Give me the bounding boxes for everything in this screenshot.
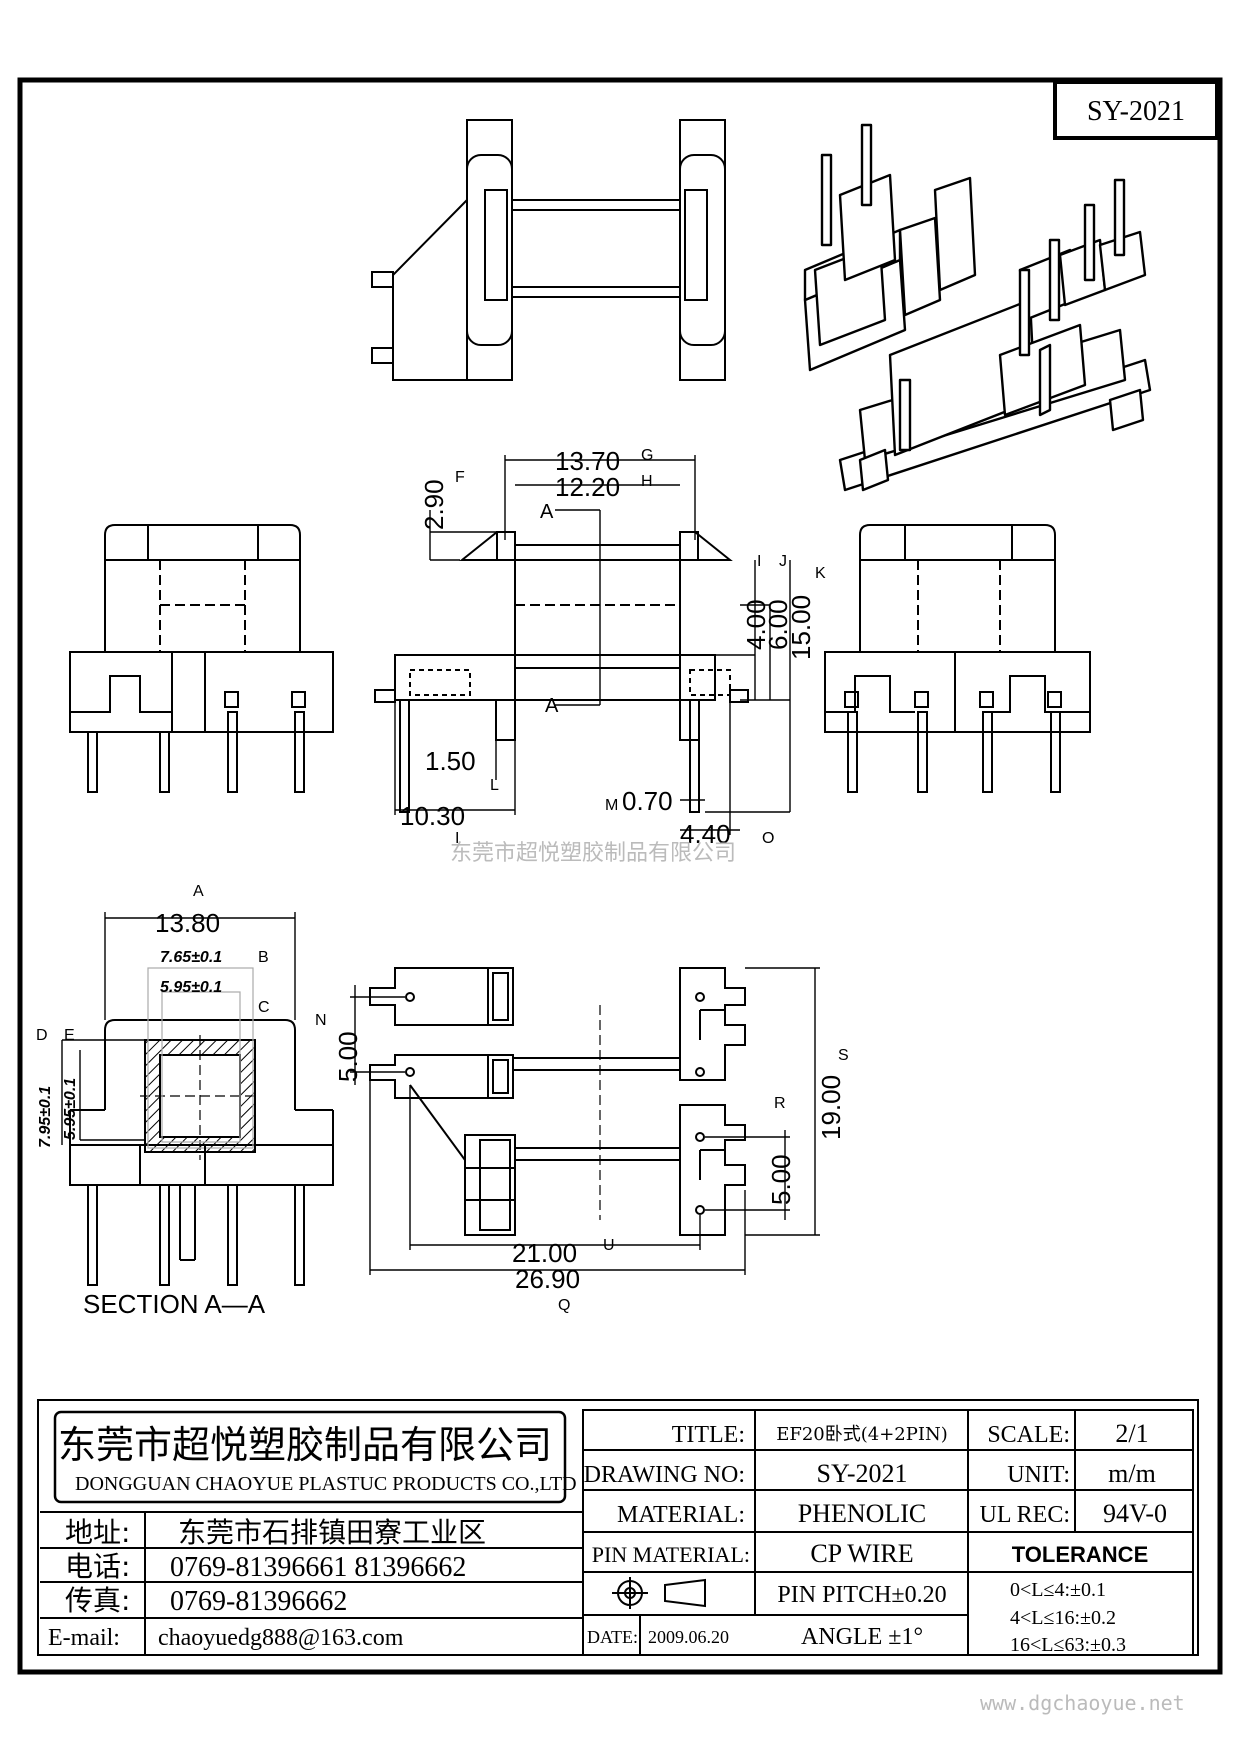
center-dimension-lines: [394, 455, 791, 835]
company-name-en: DONGGUAN CHAOYUE PLASTUC PRODUCTS CO.,LT…: [75, 1473, 577, 1495]
tolerance-2: 4<L≤16:±0.2: [1010, 1607, 1116, 1629]
sec-795: 7.95±0.1: [37, 1086, 54, 1148]
bot-2690: 26.90: [515, 1264, 580, 1294]
title-value: EF20卧式(4+2PIN): [776, 1424, 948, 1445]
outer-border: [17, 77, 1223, 1675]
dim-6: 6.00: [763, 599, 793, 650]
fax-value: 0769-81396662: [170, 1586, 347, 1617]
right-side-view: [824, 524, 1091, 793]
bottom-view: [369, 967, 746, 1236]
bot-2100: 21.00: [512, 1238, 577, 1268]
title-block-text: 东莞市超悦塑胶制品有限公司 DONGGUAN CHAOYUE PLASTUC P…: [48, 1419, 1167, 1656]
ul-value: 94V-0: [1103, 1499, 1167, 1528]
left-side-view: [69, 524, 334, 793]
dim-1030: 10.30: [400, 801, 465, 831]
center-side-view: [374, 531, 749, 813]
pin-pitch: PIN PITCH±0.20: [777, 1582, 946, 1608]
email-label: E-mail:: [48, 1625, 120, 1651]
date-label: DATE:: [587, 1627, 638, 1647]
dim-top-width: 13.70: [555, 446, 620, 476]
sec-595v-mark: E: [64, 1027, 75, 1044]
tolerance-3: 16<L≤63:±0.3: [1010, 1634, 1126, 1656]
dim-15: 15.00: [786, 595, 816, 660]
dim-4-mark: I: [757, 553, 761, 570]
company-name-cn: 东莞市超悦塑胶制品有限公司: [58, 1423, 552, 1467]
part-number: SY-2021: [1087, 96, 1185, 127]
watermark-company: 东莞市超悦塑胶制品有限公司: [450, 841, 736, 866]
unit-label: UNIT:: [1007, 1462, 1070, 1488]
section-a-a-view: [69, 967, 334, 1286]
ul-label: UL REC:: [980, 1502, 1070, 1528]
title-block: [37, 1399, 1199, 1656]
phone-label: 电话:: [65, 1550, 130, 1583]
address-value: 东莞市石排镇田寮工业区: [178, 1516, 486, 1549]
date-value: 2009.06.20: [648, 1627, 729, 1647]
top-elevation-view: [371, 119, 726, 381]
sec-795-mark: D: [36, 1027, 48, 1044]
bot-500b-mark: R: [774, 1095, 786, 1112]
dim-1030-mark: I: [455, 830, 459, 847]
bot-1900-mark: S: [838, 1047, 849, 1064]
section-caption: SECTION A—A: [83, 1289, 266, 1319]
fax-label: 传真:: [65, 1584, 130, 1617]
bot-1900: 19.00: [816, 1075, 846, 1140]
sec-765-mark: B: [258, 949, 269, 966]
section-label-upper: A: [540, 501, 554, 523]
sec-765: 7.65±0.1: [160, 949, 222, 966]
tolerance-1: 0<L≤4:±0.1: [1010, 1579, 1106, 1601]
sec-595: 5.95±0.1: [160, 979, 222, 996]
dim-flange-height-mark: F: [455, 469, 465, 486]
dim-070-mark: M: [605, 797, 618, 814]
drawing-no-label: DRAWING NO:: [584, 1462, 745, 1488]
bot-500a-mark: N: [315, 1012, 327, 1029]
isometric-view: [803, 123, 1152, 492]
section-label-lower: A: [545, 695, 559, 717]
dim-6-mark: J: [779, 553, 787, 570]
dim-150: 1.50: [425, 746, 476, 776]
website-url: www.dgchaoyue.net: [980, 1691, 1185, 1715]
sec-595-mark: C: [258, 999, 270, 1016]
material-label: MATERIAL:: [617, 1502, 745, 1528]
bot-500b: 5.00: [766, 1154, 796, 1205]
dim-inner-width: 12.20: [555, 472, 620, 502]
phone-value: 0769-81396661 81396662: [170, 1552, 466, 1583]
bottom-dimension-lines: [350, 967, 820, 1275]
dim-top-width-mark: G: [641, 447, 653, 464]
drawing-no-value: SY-2021: [816, 1459, 907, 1488]
sec-width-mark: A: [193, 883, 204, 900]
address-label: 地址:: [65, 1516, 130, 1549]
material-value: PHENOLIC: [798, 1499, 927, 1528]
tolerance-label: TOLERANCE: [1012, 1542, 1149, 1567]
dim-440: 4.40: [680, 819, 731, 849]
scale-label: SCALE:: [987, 1422, 1070, 1448]
pin-material-value: CP WIRE: [810, 1539, 913, 1568]
bot-2100-mark: U: [603, 1237, 615, 1254]
dim-4: 4.00: [741, 599, 771, 650]
email-value: chaoyuedg888@163.com: [158, 1625, 404, 1651]
sec-width: 13.80: [155, 908, 220, 938]
dim-flange-height: 2.90: [419, 479, 449, 530]
part-number-box: [1053, 80, 1219, 140]
pin-material-label: PIN MATERIAL:: [592, 1542, 750, 1567]
scale-value: 2/1: [1115, 1419, 1148, 1448]
dim-070: 0.70: [622, 786, 673, 816]
dim-440-mark: O: [762, 830, 774, 847]
title-label: TITLE:: [672, 1422, 745, 1448]
unit-value: m/m: [1108, 1459, 1156, 1488]
dim-150-mark: L: [490, 777, 499, 794]
bot-2690-mark: Q: [558, 1297, 570, 1314]
bot-500a: 5.00: [333, 1031, 363, 1082]
angle-tolerance: ANGLE ±1°: [801, 1624, 923, 1650]
dim-inner-width-mark: H: [641, 473, 653, 490]
dim-15-mark: K: [815, 565, 826, 582]
sec-595v: 5.95±0.1: [62, 1078, 79, 1140]
section-dimension-lines: [61, 912, 296, 1145]
